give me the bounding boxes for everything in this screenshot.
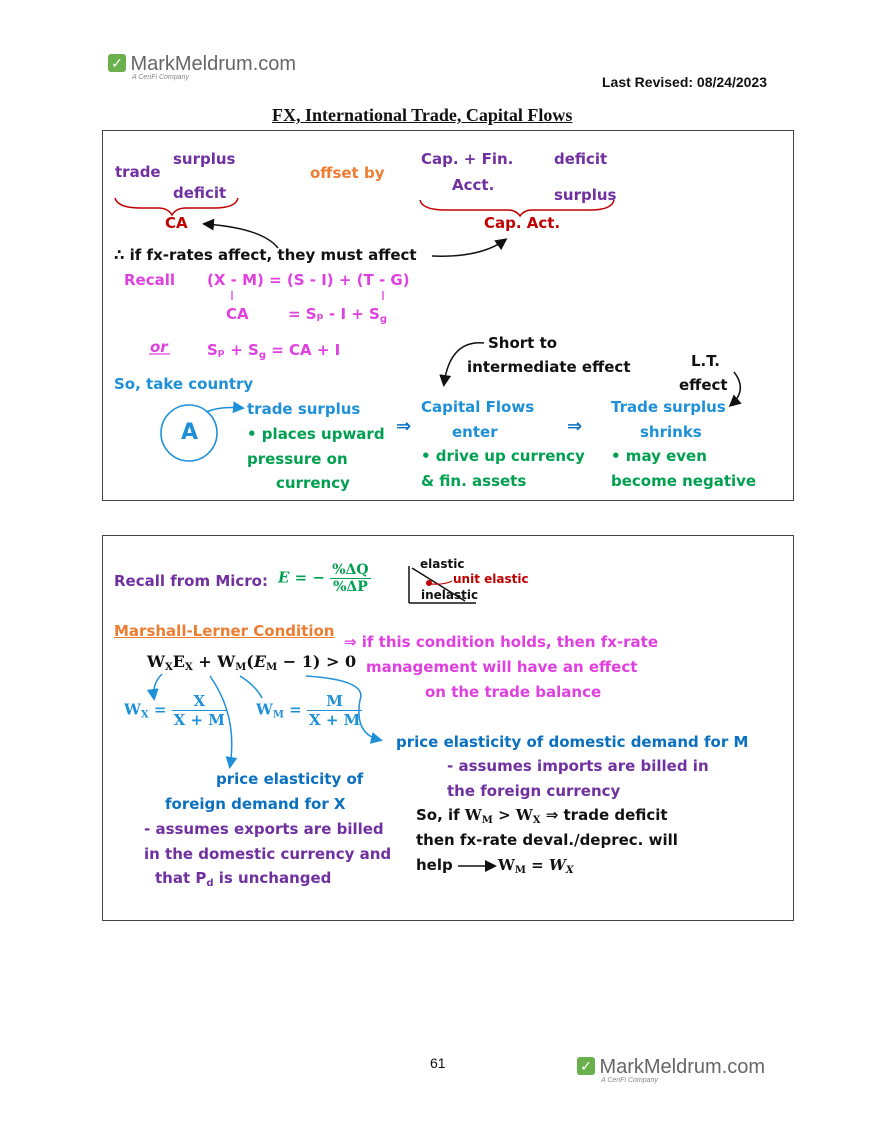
- assumes-exports-line-1: - assumes exports are billed: [144, 820, 384, 838]
- logo-tagline: A CeriFi Company: [132, 74, 189, 81]
- effect-label: effect: [679, 376, 728, 394]
- price-elasticity-foreign-1: price elasticity of: [216, 770, 364, 788]
- wm-equals-wx: WM = WX: [498, 856, 574, 876]
- assumes-exports-line-2: in the domestic currency and: [144, 845, 392, 863]
- fin-assets: & fin. assets: [421, 472, 527, 490]
- if-condition-line-2: management will have an effect: [366, 658, 638, 676]
- ca-under-label: CA: [226, 305, 249, 323]
- trade-label: trade: [115, 163, 161, 181]
- last-revised: Last Revised: 08/24/2023: [602, 74, 767, 90]
- cap-fin-label: Cap. + Fin.: [421, 150, 514, 168]
- if-condition-line-3: on the trade balance: [425, 683, 602, 701]
- help-label: help: [416, 856, 453, 874]
- page-number: 61: [430, 1055, 446, 1071]
- ca-label: CA: [165, 214, 188, 232]
- assumes-imports-line-1: - assumes imports are billed in: [447, 757, 709, 775]
- trade-surplus-right-label: Trade surplus: [611, 398, 726, 416]
- if-condition-line-1: ⇒ if this condition holds, then fx-rate: [344, 633, 659, 651]
- unit-elastic-label: unit elastic: [453, 572, 529, 586]
- price-elasticity-domestic: price elasticity of domestic demand for …: [396, 733, 749, 751]
- currency-label: currency: [276, 474, 350, 492]
- logo-tagline: A CeriFi Company: [601, 1077, 658, 1084]
- logo-check-icon: ✓: [577, 1057, 595, 1075]
- therefore-line: ∴ if fx-rates affect, they must affect: [114, 246, 417, 264]
- header-logo: ✓ MarkMeldrum.com A CeriFi Company: [108, 54, 296, 81]
- elastic-label: elastic: [420, 557, 465, 571]
- logo-text: MarkMeldrum.com: [599, 1056, 766, 1078]
- deficit-label: deficit: [173, 184, 227, 202]
- surplus-label: surplus: [173, 150, 236, 168]
- assumes-imports-line-2: the foreign currency: [447, 782, 621, 800]
- so-take-country: So, take country: [114, 375, 254, 393]
- capital-flows-label: Capital Flows: [421, 398, 535, 416]
- places-upward: • places upward: [247, 425, 385, 443]
- inelastic-label: inelastic: [421, 588, 479, 602]
- box-trade-capital: [102, 130, 794, 501]
- elasticity-graph: [408, 566, 476, 604]
- logo-text: MarkMeldrum.com: [130, 53, 297, 75]
- enter-label: enter: [452, 423, 498, 441]
- become-negative: become negative: [611, 472, 757, 490]
- country-a: A: [181, 420, 199, 445]
- cap-act-label: Cap. Act.: [484, 214, 561, 232]
- may-even: • may even: [611, 447, 707, 465]
- implies-arrow-2: ⇒: [567, 416, 583, 437]
- footer-logo: ✓ MarkMeldrum.com A CeriFi Company: [577, 1057, 765, 1084]
- recall-micro-label: Recall from Micro:: [114, 572, 268, 590]
- deficit-right-label: deficit: [554, 150, 608, 168]
- or-label: or: [150, 338, 168, 356]
- then-fx-line: then fx-rate deval./deprec. will: [416, 831, 678, 849]
- trade-surplus-label: trade surplus: [247, 400, 361, 418]
- page-title: FX, International Trade, Capital Flows: [272, 105, 573, 125]
- box-marshall-lerner: [102, 535, 794, 921]
- marshall-lerner-formula: WXEX + WM(EM − 1) > 0: [147, 652, 357, 673]
- recall-label: Recall: [124, 271, 176, 289]
- intermediate-effect-label: intermediate effect: [467, 358, 631, 376]
- lt-label: L.T.: [691, 352, 720, 370]
- implies-arrow-1: ⇒: [396, 416, 412, 437]
- assumes-exports-line-3: that Pd is unchanged: [155, 869, 332, 889]
- price-elasticity-foreign-2: foreign demand for X: [165, 795, 346, 813]
- logo-check-icon: ✓: [108, 54, 126, 72]
- offset-by-label: offset by: [310, 164, 385, 182]
- surplus-right-label: surplus: [554, 186, 617, 204]
- identity-equation: (X - M) = (S - I) + (T - G): [207, 271, 410, 289]
- pressure-on: pressure on: [247, 450, 348, 468]
- so-if-line: So, if WM > WX ⇒ trade deficit: [416, 806, 668, 826]
- acct-label: Acct.: [452, 176, 495, 194]
- elasticity-formula: E = − %ΔQ%ΔP: [278, 562, 371, 595]
- short-to-label: Short to: [488, 334, 558, 352]
- savings-equation: Sₚ + Sg = CA + I: [207, 341, 341, 361]
- shrinks-label: shrinks: [640, 423, 702, 441]
- drive-up-currency: • drive up currency: [421, 447, 585, 465]
- marshall-lerner-heading: Marshall-Lerner Condition: [114, 622, 335, 640]
- ca-equation-rhs: = Sₚ - I + Sg: [288, 305, 388, 325]
